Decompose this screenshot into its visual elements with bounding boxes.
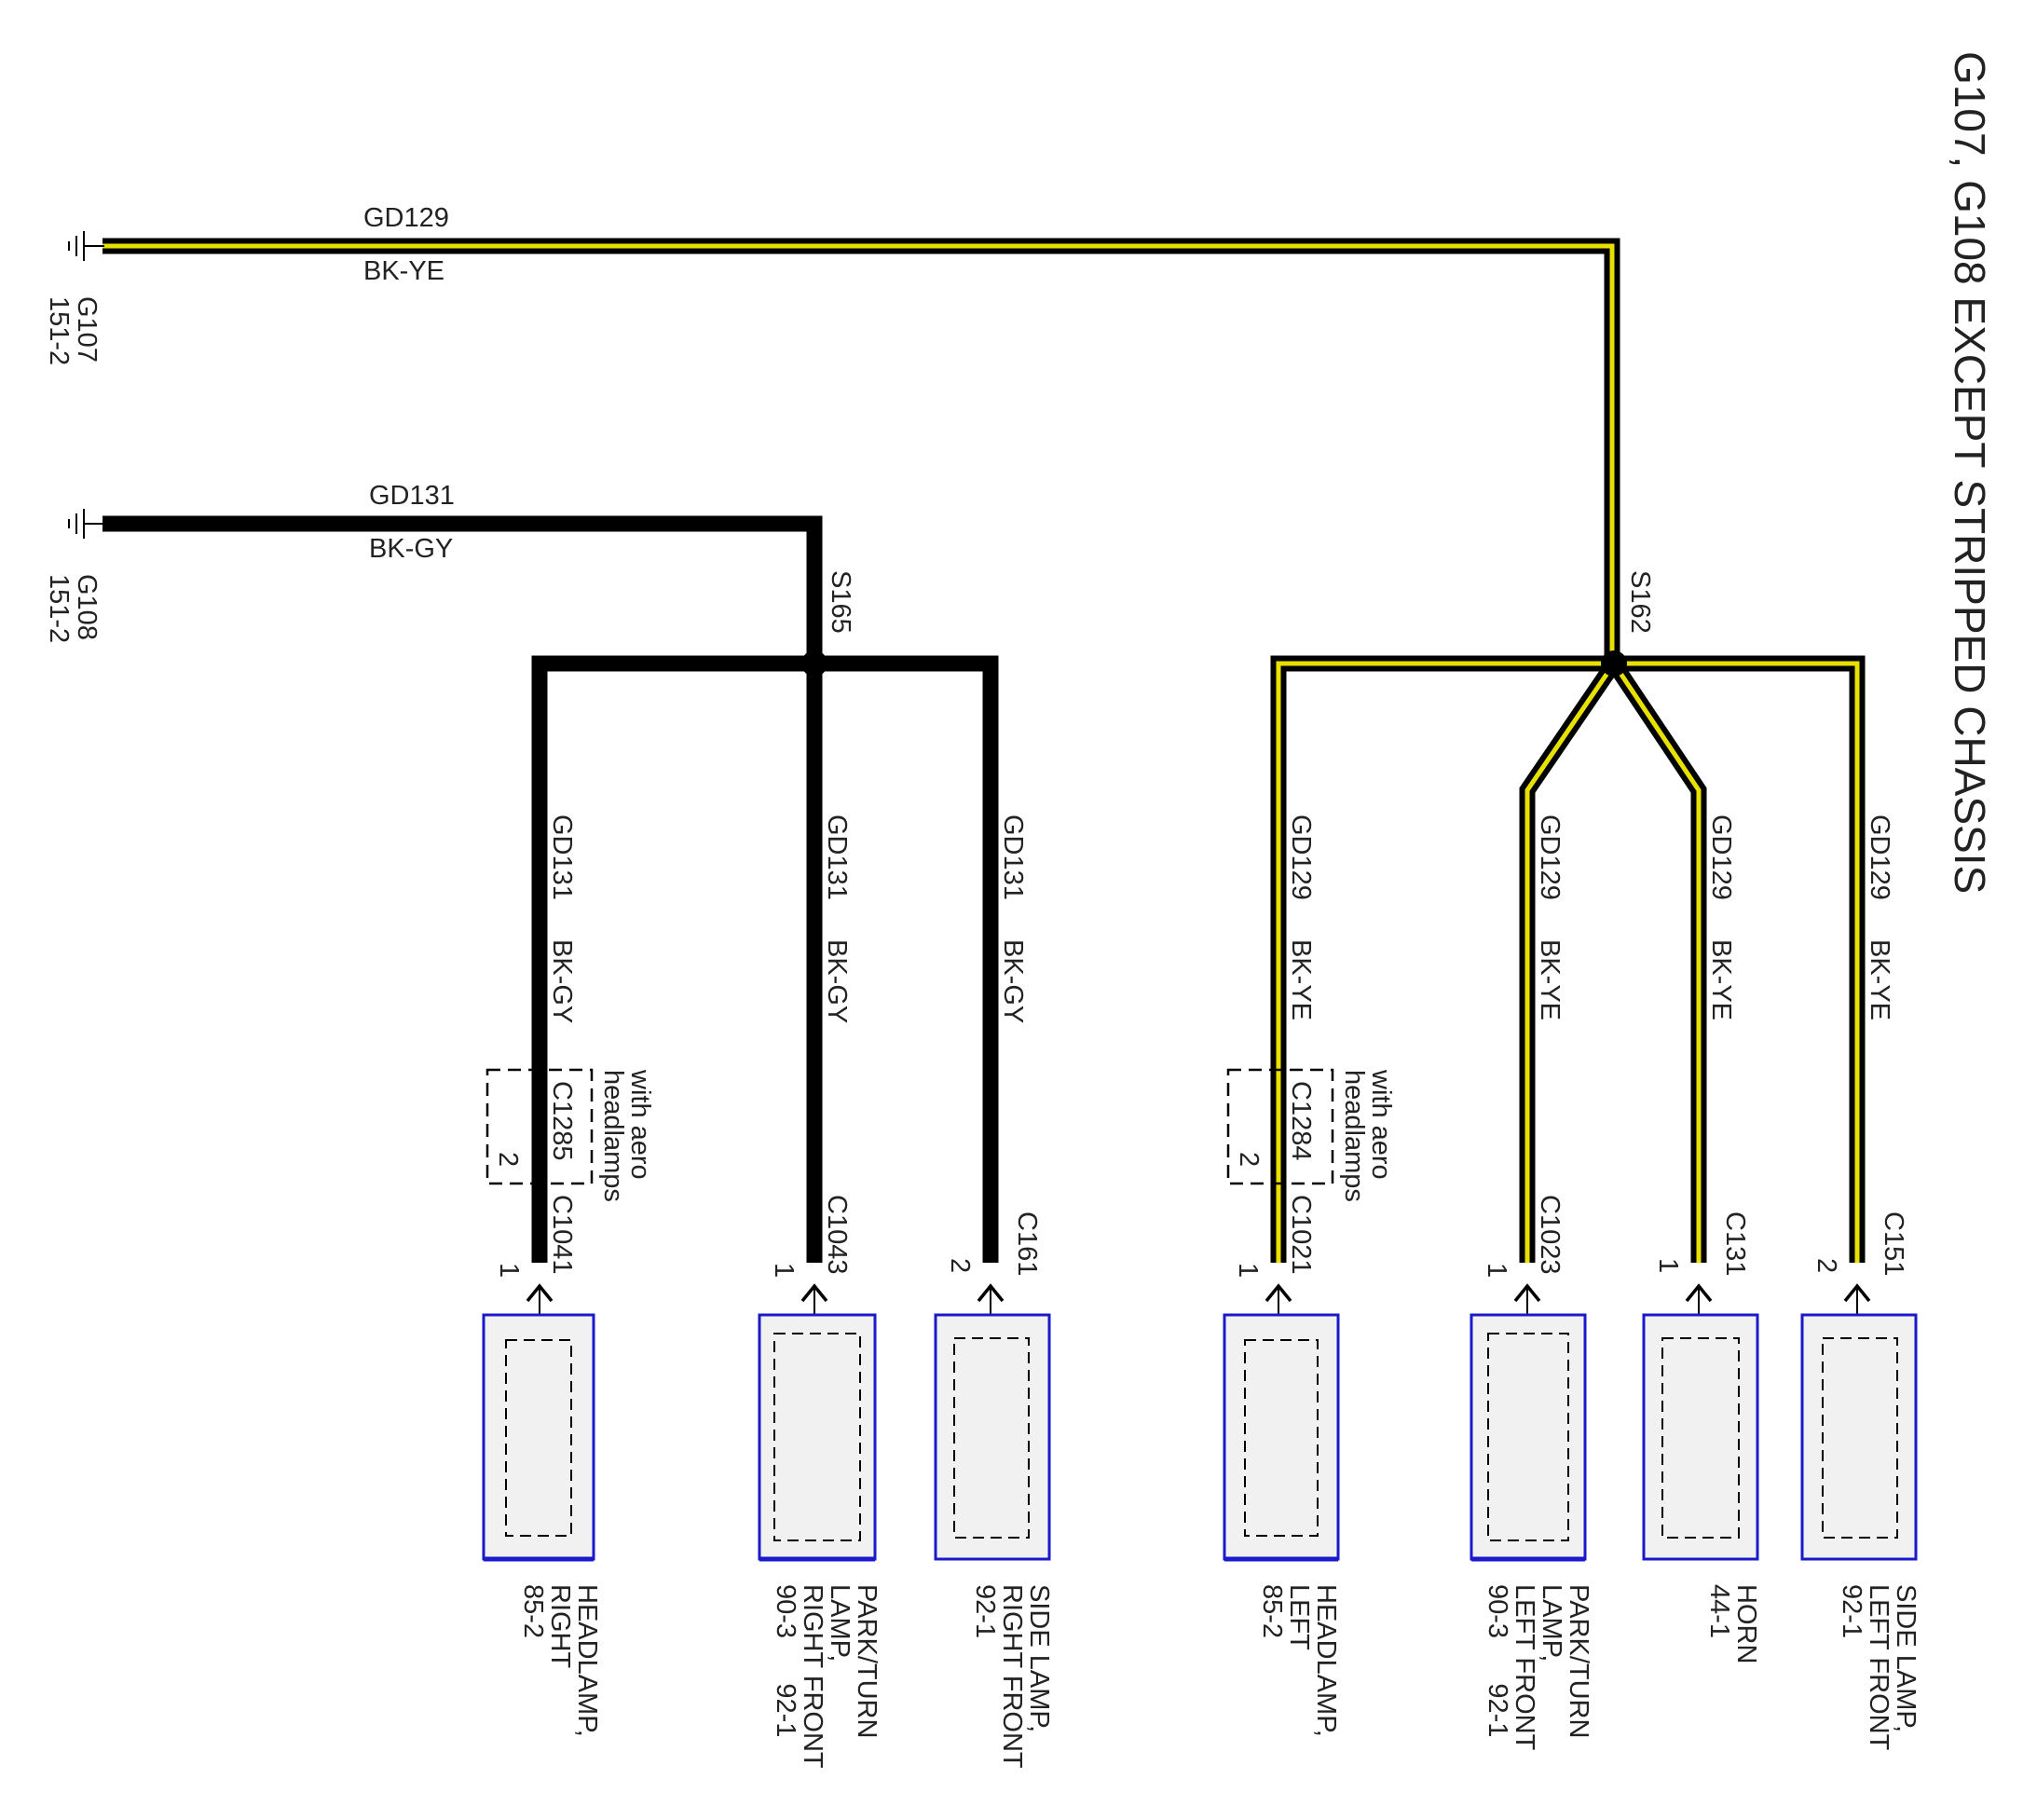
svg-text:HORN: HORN xyxy=(1731,1584,1761,1663)
svg-text:headlamps: headlamps xyxy=(598,1070,628,1202)
branch-circuit-label: GD129 xyxy=(1286,814,1316,900)
ground-g107-label: G107 xyxy=(72,296,102,363)
svg-text:C1285: C1285 xyxy=(547,1081,577,1160)
splice-s162-label: S162 xyxy=(1625,570,1655,634)
branch-color-label: BK-GY xyxy=(998,939,1028,1023)
branch-circuit-label: GD129 xyxy=(1865,814,1894,900)
svg-text:90-3 92-1: 90-3 92-1 xyxy=(771,1584,800,1737)
connector-pin: 1 xyxy=(494,1263,524,1278)
svg-text:92-1: 92-1 xyxy=(1837,1584,1866,1638)
svg-text:85-2: 85-2 xyxy=(518,1584,548,1638)
branch-circuit-label: GD129 xyxy=(1535,814,1565,900)
inline-connector-c1285: C1285 2 with aero headlamps xyxy=(485,1068,655,1202)
main-wire-gd129 xyxy=(103,238,1620,662)
main-wire-gd131-color: BK-GY xyxy=(369,534,453,564)
svg-text:LEFT: LEFT xyxy=(1284,1584,1314,1650)
svg-text:headlamps: headlamps xyxy=(1339,1070,1369,1202)
splice-s165-label: S165 xyxy=(826,570,855,634)
connector-label: C131 xyxy=(1720,1211,1750,1276)
connector-pin: 2 xyxy=(1811,1258,1841,1273)
connector-pin: 1 xyxy=(1653,1258,1683,1273)
branch-circuit-label: GD131 xyxy=(822,814,852,900)
svg-text:92-1: 92-1 xyxy=(970,1584,1000,1638)
connector-pin: 1 xyxy=(1233,1263,1263,1278)
connector-label: C1041 xyxy=(547,1195,577,1274)
branch-color-label: BK-YE xyxy=(1706,939,1736,1020)
component-side-lamp-right-front: SIDE LAMP, RIGHT FRONT 92-1 xyxy=(934,1313,1054,1769)
svg-text:PARK/TURN: PARK/TURN xyxy=(1564,1584,1593,1738)
svg-text:85-2: 85-2 xyxy=(1257,1584,1287,1638)
connector-pin: 1 xyxy=(769,1263,799,1278)
ground-g107-symbol xyxy=(68,231,104,261)
component-horn: HORN 44-1 xyxy=(1642,1313,1761,1663)
branch-color-label: BK-YE xyxy=(1865,939,1894,1020)
connector-label: C1021 xyxy=(1286,1195,1316,1274)
ground-g108-symbol xyxy=(68,509,104,539)
main-wire-gd131 xyxy=(103,515,823,662)
diagram-title: G107, G108 EXCEPT STRIPPED CHASSIS xyxy=(1946,51,1994,894)
svg-text:with aero: with aero xyxy=(625,1069,655,1180)
svg-text:HEADLAMP,: HEADLAMP, xyxy=(1311,1584,1341,1737)
branch-color-label: BK-YE xyxy=(1535,939,1565,1020)
svg-text:90-3 92-1: 90-3 92-1 xyxy=(1483,1584,1512,1737)
connector-label: C1043 xyxy=(822,1195,852,1274)
connector-label: C1023 xyxy=(1535,1195,1565,1274)
svg-text:HEADLAMP,: HEADLAMP, xyxy=(572,1584,602,1737)
svg-text:RIGHT FRONT: RIGHT FRONT xyxy=(798,1584,827,1769)
branch-color-label: BK-GY xyxy=(822,939,852,1023)
branch-color-label: BK-GY xyxy=(547,939,577,1023)
component-park-turn-lamp-left-front: PARK/TURN LAMP, LEFT FRONT 90-3 92-1 xyxy=(1470,1313,1593,1751)
branch-circuit-label: GD131 xyxy=(547,814,577,900)
svg-text:C1284: C1284 xyxy=(1286,1081,1316,1160)
svg-text:with aero: with aero xyxy=(1366,1069,1396,1180)
svg-text:SIDE LAMP,: SIDE LAMP, xyxy=(1891,1584,1921,1732)
svg-text:PARK/TURN: PARK/TURN xyxy=(852,1584,882,1738)
svg-text:LEFT FRONT: LEFT FRONT xyxy=(1864,1584,1893,1751)
inline-connector-c1284: C1284 2 with aero headlamps xyxy=(1226,1068,1396,1202)
svg-text:LAMP,: LAMP, xyxy=(1537,1584,1566,1662)
ground-g107-page: 151-2 xyxy=(44,296,74,365)
component-headlamp-left: HEADLAMP, LEFT 85-2 xyxy=(1223,1313,1341,1737)
main-wire-gd129-color: BK-YE xyxy=(363,256,444,286)
ground-g108-label: G108 xyxy=(72,574,102,640)
svg-text:LAMP,: LAMP, xyxy=(825,1584,854,1662)
connector-label: C151 xyxy=(1879,1211,1908,1276)
splice-s165-dot xyxy=(801,650,827,677)
svg-text:RIGHT FRONT: RIGHT FRONT xyxy=(997,1584,1027,1769)
svg-text:44-1: 44-1 xyxy=(1704,1584,1734,1638)
component-park-turn-lamp-right-front: PARK/TURN LAMP, RIGHT FRONT 90-3 92-1 xyxy=(758,1313,882,1769)
component-headlamp-right: HEADLAMP, RIGHT 85-2 xyxy=(482,1313,602,1737)
svg-text:LEFT FRONT: LEFT FRONT xyxy=(1510,1584,1539,1751)
splice-s162-dot xyxy=(1601,650,1627,677)
wire-color-stripe-bk-ye xyxy=(103,243,1615,662)
main-wire-gd129-circuit: GD129 xyxy=(363,203,449,233)
connector-label: C161 xyxy=(1012,1211,1042,1276)
ground-g108-page: 151-2 xyxy=(44,574,74,643)
branch-circuit-label: GD129 xyxy=(1706,814,1736,900)
connector-pin: 1 xyxy=(1482,1263,1511,1278)
main-wire-gd131-circuit: GD131 xyxy=(369,481,455,511)
svg-text:2: 2 xyxy=(1234,1152,1264,1167)
branch-color-label: BK-YE xyxy=(1286,939,1316,1020)
s162-branches xyxy=(1270,655,1866,1263)
component-side-lamp-left-front: SIDE LAMP, LEFT FRONT 92-1 xyxy=(1800,1313,1921,1751)
connector-pin: 2 xyxy=(945,1258,975,1273)
branch-circuit-label: GD131 xyxy=(998,814,1028,900)
svg-text:SIDE LAMP,: SIDE LAMP, xyxy=(1024,1584,1054,1732)
svg-text:2: 2 xyxy=(493,1152,523,1167)
s165-branches xyxy=(531,655,999,1263)
svg-text:RIGHT: RIGHT xyxy=(545,1584,575,1669)
